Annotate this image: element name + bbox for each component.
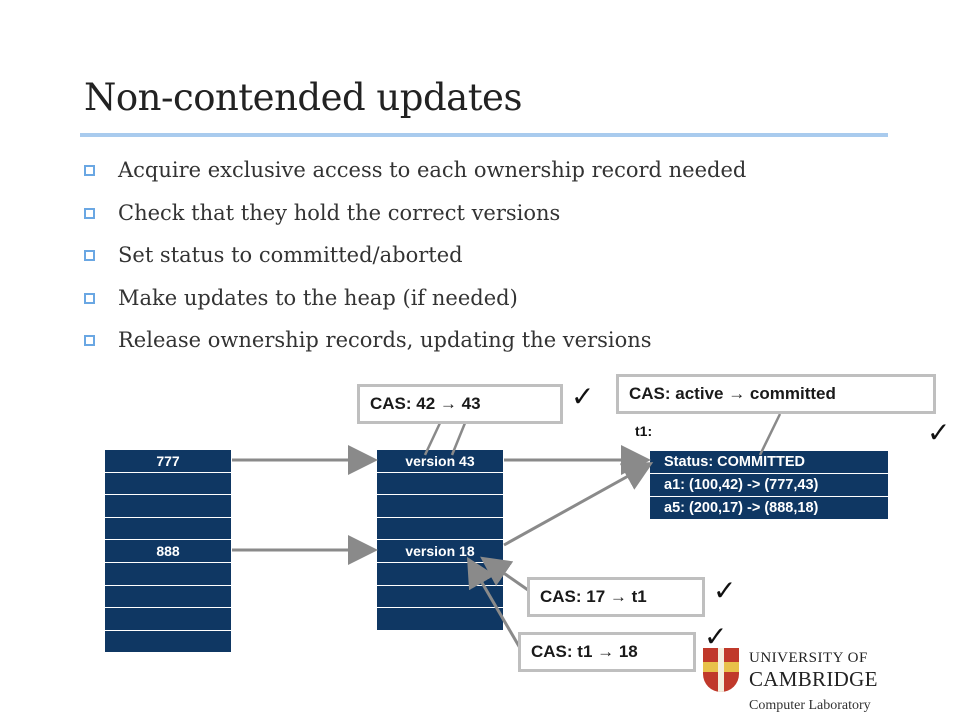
transaction-entry: a5: (200,17) -> (888,18)	[650, 497, 888, 520]
square-bullet-icon	[84, 165, 95, 176]
heap-cell	[105, 495, 231, 518]
heap-cell	[105, 517, 231, 541]
heap-cell	[105, 608, 231, 631]
bullet-text: Make updates to the heap (if needed)	[118, 285, 518, 310]
heap-cell	[105, 585, 231, 609]
check-icon: ✓	[713, 574, 737, 607]
square-bullet-icon	[84, 292, 95, 304]
bullet-text: Acquire exclusive access to each ownersh…	[118, 158, 747, 182]
logo-line-3: Computer Laboratory	[749, 698, 871, 713]
heap-cell	[105, 630, 231, 654]
bullet-item: Check that they hold the correct version…	[84, 193, 746, 236]
ownership-record-cell: version 43	[377, 450, 503, 473]
heap-cell	[105, 472, 231, 496]
heap-cell	[105, 562, 231, 586]
slide-title: Non-contended updates	[84, 76, 522, 119]
arrow-cas-17-pointer	[480, 556, 529, 592]
square-bullet-icon	[84, 335, 95, 346]
transaction-entry: a1: (100,42) -> (777,43)	[650, 474, 888, 497]
arrow-cas-version-pointer-2	[450, 422, 467, 456]
ownership-record-cell	[377, 472, 503, 496]
arrow-cas-status-pointer	[758, 413, 782, 456]
cas-version-box: CAS: 42 → 43	[357, 384, 563, 424]
heap-cell: 777	[105, 450, 231, 473]
check-icon: ✓	[927, 416, 951, 449]
ownership-record-cell	[377, 517, 503, 541]
bullet-list: Acquire exclusive access to each ownersh…	[84, 150, 746, 363]
cas-status-box: CAS: active → committed	[616, 374, 936, 414]
check-icon: ✓	[571, 380, 595, 413]
arrow-cas-version-pointer	[423, 422, 442, 456]
arrow-cas-t1-pointer	[466, 556, 522, 649]
bullet-text: Set status to committed/aborted	[118, 243, 463, 267]
university-logo: UNIVERSITY OF CAMBRIDGE Computer Laborat…	[703, 648, 893, 720]
transaction-status: Status: COMMITTED	[650, 451, 888, 474]
square-bullet-icon	[84, 207, 95, 219]
bullet-item: Set status to committed/aborted	[84, 235, 746, 278]
cas-17-t1-box: CAS: 17 → t1	[527, 577, 705, 617]
transaction-descriptor: Status: COMMITTED a1: (100,42) -> (777,4…	[650, 451, 888, 520]
logo-line-2: CAMBRIDGE	[749, 667, 878, 691]
bullet-item: Release ownership records, updating the …	[84, 320, 746, 363]
bullet-text: Check that they hold the correct version…	[118, 200, 561, 225]
arrow-orec2-to-txn	[503, 462, 654, 547]
cas-t1-18-box: CAS: t1 → 18	[518, 632, 696, 672]
check-icon: ✓	[704, 620, 728, 653]
title-underline	[80, 133, 888, 137]
ownership-record-cell	[377, 495, 503, 518]
bullet-item: Acquire exclusive access to each ownersh…	[84, 150, 746, 193]
crest-icon	[703, 648, 739, 692]
ownership-record-cell	[377, 608, 503, 631]
transaction-label: t1:	[635, 423, 653, 439]
bullet-text: Release ownership records, updating the …	[118, 328, 652, 352]
ownership-record-cell	[377, 585, 503, 609]
bullet-item: Make updates to the heap (if needed)	[84, 278, 746, 321]
logo-line-1: UNIVERSITY OF	[749, 650, 868, 666]
heap-cell: 888	[105, 540, 231, 563]
square-bullet-icon	[84, 250, 95, 261]
heap-column: 777 888	[105, 450, 231, 654]
